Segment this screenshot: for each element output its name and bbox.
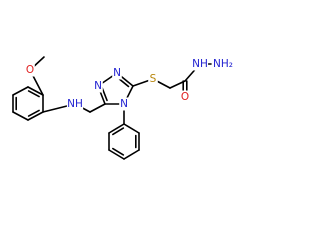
- amine-nh-label: NH: [67, 98, 83, 110]
- atom-label-background: [119, 97, 129, 111]
- bond: [108, 149, 125, 160]
- bond: [27, 109, 40, 117]
- atom-label-background: [93, 79, 103, 93]
- bond: [27, 90, 40, 98]
- bond: [27, 86, 44, 96]
- bond: [123, 123, 140, 134]
- atom-label-background: [148, 72, 158, 86]
- hydrazide-nh2-label: NH₂: [213, 58, 233, 70]
- bond: [27, 111, 44, 121]
- triazole-nitrogen-label: N: [120, 98, 128, 110]
- carbonyl-oxygen-label: O: [181, 91, 189, 103]
- methoxy-oxygen-label: O: [26, 64, 34, 76]
- bond: [108, 123, 125, 134]
- atom-label-background: [25, 63, 35, 77]
- atom-label-background: [66, 97, 84, 111]
- bond: [112, 147, 125, 156]
- triazole-nitrogen-label: N: [94, 80, 102, 92]
- bond: [12, 111, 29, 121]
- bond: [123, 149, 140, 160]
- bond: [89, 103, 106, 113]
- atom-label-background: [180, 90, 190, 104]
- bond: [12, 86, 29, 96]
- bond: [112, 127, 125, 136]
- hydrazide-nh-label: NH: [192, 58, 208, 70]
- sulfur-label: S: [150, 73, 157, 85]
- atom-label-background: [191, 57, 209, 71]
- triazole-nitrogen-label: N: [113, 67, 121, 79]
- bond: [101, 86, 108, 102]
- atom-label-background: [112, 66, 122, 80]
- atom-label-background: [211, 57, 235, 71]
